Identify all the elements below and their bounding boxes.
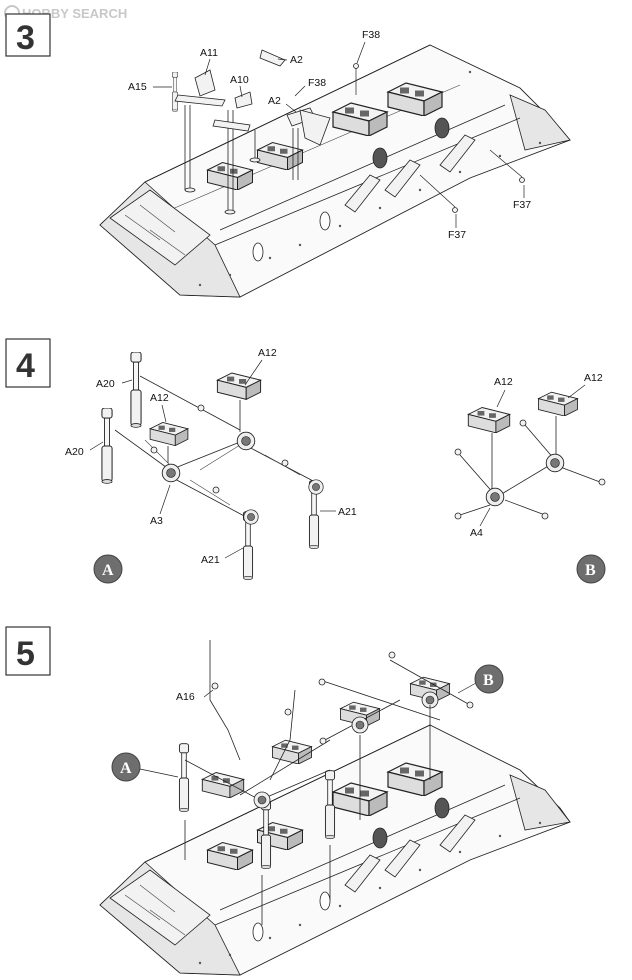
step-5-number: 5 (16, 635, 35, 673)
label-a2-mid: A2 (268, 95, 281, 107)
hull-step-5 (99, 724, 571, 976)
label-a10: A10 (230, 74, 249, 86)
subassembly-b-step-4 (454, 391, 606, 520)
step-4: 4 (5, 338, 606, 584)
label-f37-bottom: F37 (448, 229, 466, 241)
label-a16: A16 (176, 691, 195, 703)
step-4-number: 4 (16, 347, 35, 385)
label-a12-a-top: A12 (258, 347, 277, 359)
step-5-badge-b: B (474, 664, 504, 694)
label-a4: A4 (470, 527, 483, 539)
step-5: 5 (5, 626, 571, 976)
step-5-badge-a-letter: A (120, 760, 132, 777)
label-a12-a-mid: A12 (150, 392, 169, 404)
step-5-callouts: A16 (139, 682, 477, 778)
label-a3: A3 (150, 515, 163, 527)
badge-b-letter: B (585, 562, 596, 579)
step-3-callouts: A15 A11 A10 A2 F38 F38 A2 F37 F37 (128, 29, 531, 241)
label-a12-b-left: A12 (494, 376, 513, 388)
label-a11: A11 (200, 47, 218, 59)
label-a15: A15 (128, 81, 147, 93)
label-a12-b-right: A12 (584, 372, 603, 384)
step-5-number-box (5, 626, 51, 676)
label-f37-right: F37 (513, 199, 531, 211)
hull-step-3 (99, 44, 571, 298)
step-3: 3 (5, 13, 571, 298)
step-5-badge-a: A (111, 752, 141, 782)
label-a20-top: A20 (96, 378, 115, 390)
label-a21-bottom: A21 (201, 554, 220, 566)
label-a2-top: A2 (290, 54, 303, 66)
label-f38-mid: F38 (308, 77, 326, 89)
label-f38-top: F38 (362, 29, 380, 41)
step-3-number: 3 (16, 19, 35, 57)
label-a20-left: A20 (65, 446, 84, 458)
subassembly-b-badge: B (576, 554, 606, 584)
label-a21-right: A21 (338, 506, 357, 518)
subassembly-a-step-4 (101, 352, 324, 581)
step-5-assemblies (178, 640, 474, 925)
step-3-number-box (5, 13, 51, 57)
step-3-parts (171, 49, 525, 215)
step-4-callouts: A12 A20 A12 A20 A3 A21 A21 A12 A12 A4 (65, 347, 603, 566)
badge-a-letter: A (102, 562, 114, 579)
step-5-badge-b-letter: B (483, 672, 494, 689)
subassembly-a-badge: A (93, 554, 123, 584)
step-4-number-box (5, 338, 51, 388)
